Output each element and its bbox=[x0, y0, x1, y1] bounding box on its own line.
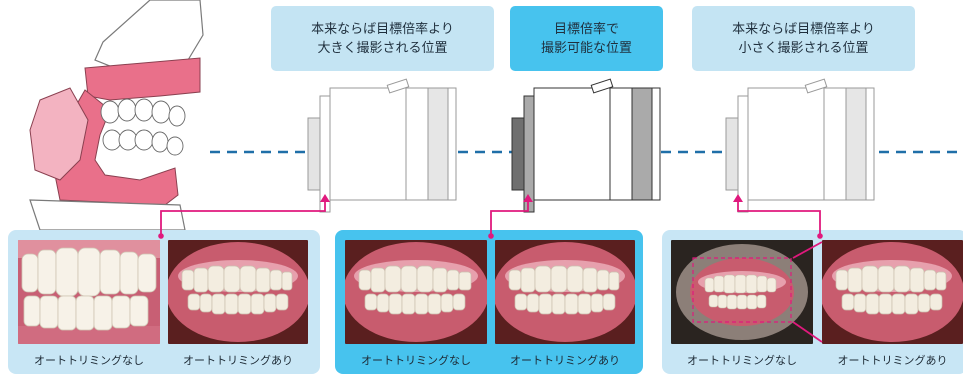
label-center-line1: 目標倍率で bbox=[553, 21, 619, 37]
photo-left-untrimmed bbox=[18, 240, 160, 344]
label-left-line1: 本来ならば目標倍率より bbox=[311, 21, 454, 37]
caption-center-untrimmed: オートトリミングなし bbox=[361, 354, 471, 367]
photo-center-untrimmed bbox=[345, 240, 487, 344]
caption-right-untrimmed: オートトリミングなし bbox=[687, 354, 797, 367]
label-left-line2: 大きく撮影される位置 bbox=[317, 40, 448, 56]
caption-left-untrimmed: オートトリミングなし bbox=[34, 354, 144, 367]
label-center-line2: 撮影可能な位置 bbox=[540, 40, 632, 56]
camera-center bbox=[511, 78, 661, 213]
camera-right bbox=[725, 78, 875, 213]
caption-center-trimmed: オートトリミングあり bbox=[510, 354, 620, 367]
dental-model-illustration bbox=[29, 0, 204, 231]
photo-right-untrimmed bbox=[671, 240, 813, 344]
label-center: 目標倍率で 撮影可能な位置 bbox=[510, 6, 663, 71]
photo-left-trimmed bbox=[168, 240, 308, 344]
label-right-line1: 本来ならば目標倍率より bbox=[732, 21, 875, 37]
label-left: 本来ならば目標倍率より 大きく撮影される位置 bbox=[271, 6, 494, 71]
label-right-line2: 小さく撮影される位置 bbox=[738, 40, 869, 56]
caption-right-trimmed: オートトリミングあり bbox=[837, 354, 948, 367]
caption-left-trimmed: オートトリミングあり bbox=[183, 354, 293, 367]
photo-right-trimmed bbox=[822, 240, 963, 344]
camera-left bbox=[307, 78, 457, 213]
label-right: 本来ならば目標倍率より 小さく撮影される位置 bbox=[692, 6, 915, 71]
photo-center-trimmed bbox=[495, 240, 635, 344]
